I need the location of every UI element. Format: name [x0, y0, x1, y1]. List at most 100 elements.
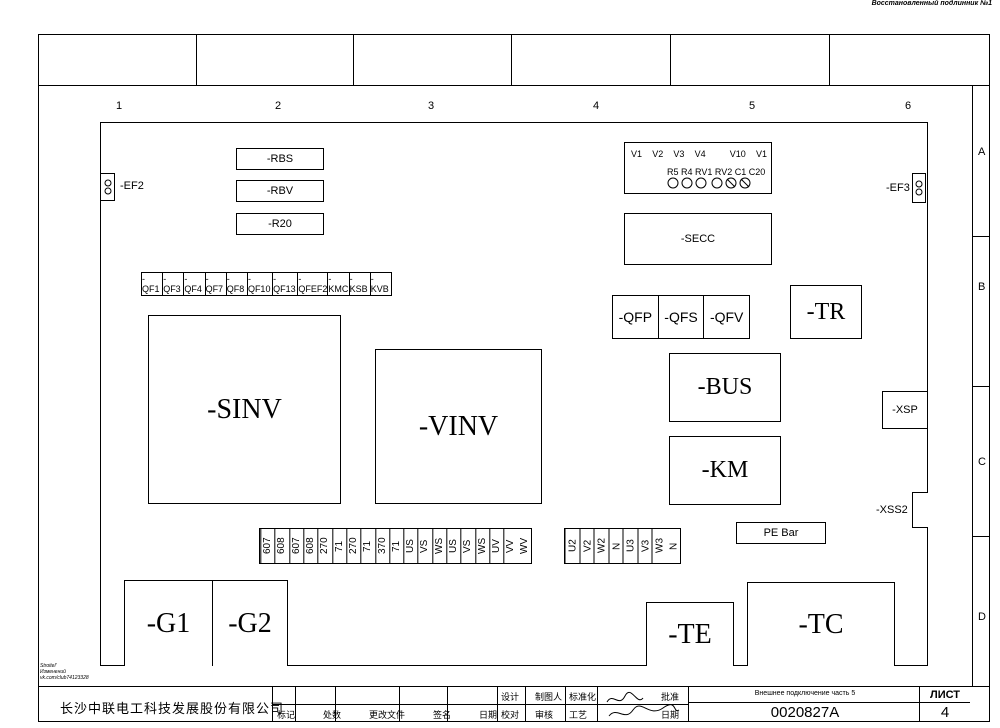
margin-note-3: vk.com/club74123328 [40, 675, 89, 681]
v1-label: V1 [631, 149, 643, 159]
sig-label: 设计 [501, 692, 520, 702]
terminal: 270 [345, 529, 361, 563]
terminal-strip-right: U2 V2 W2 N U3 V3 W3 N [564, 528, 681, 564]
qfv-breaker: -QFV [709, 309, 744, 325]
ef3-label: -EF3 [886, 182, 910, 194]
rc-components-icon [667, 177, 751, 189]
r20-label: -R20 [268, 218, 292, 230]
sinv-label: -SINV [207, 393, 282, 425]
vinv-label: -VINV [418, 410, 499, 442]
v10-label: V10 [729, 149, 746, 159]
rbs-label: -RBS [266, 153, 294, 165]
g2-label: -G2 [228, 607, 272, 639]
drawing-frame [38, 34, 990, 722]
terminal: 607 [288, 529, 303, 563]
col-divider [353, 34, 354, 86]
sheet-number: 4 [940, 704, 950, 721]
grid-line [399, 686, 400, 722]
terminal: 71 [331, 529, 346, 563]
row-letter-a: A [978, 146, 986, 158]
breaker-qf8: -QF8 [227, 273, 248, 295]
bus-label: -BUS [697, 374, 753, 400]
sig-label: 校对 [501, 710, 520, 720]
row-divider [972, 236, 990, 237]
r20-resistor: -R20 [236, 213, 324, 235]
breaker-qf4: -QF4 [184, 273, 206, 295]
terminal: N [608, 529, 623, 563]
sig-label: 审核 [535, 710, 554, 720]
qfp-breaker: -QFP [613, 296, 659, 338]
terminal: 370 [374, 529, 389, 563]
secc-label: -SECC [680, 233, 716, 245]
margin-notes: Stroitel' Изменений vk.com/club74123328 [40, 663, 89, 681]
g1-module: -G1 [124, 580, 213, 666]
terminal: U2 [565, 529, 580, 563]
v2-label: V2 [652, 149, 664, 159]
grid-line [335, 686, 336, 722]
row-letter-c: C [978, 456, 986, 468]
terminal: U3 [623, 529, 638, 563]
col-divider [196, 34, 197, 86]
grid-line [447, 686, 448, 722]
grid-line [565, 686, 566, 722]
grid-line [273, 704, 689, 705]
terminal: 607 [260, 529, 275, 563]
terminal: N [667, 542, 679, 550]
column-number-5: 5 [749, 100, 756, 112]
breaker-qf10: -QF10 [248, 273, 274, 295]
row-letter-d: D [978, 611, 986, 623]
sheet-cell: ЛИСТ 4 [920, 686, 970, 722]
terminal: V3 [637, 529, 652, 563]
relay-kvb: -KVB [370, 274, 389, 294]
v3-label: V3 [673, 149, 685, 159]
breaker-qf1: -QF1 [142, 273, 164, 295]
terminal: VS [417, 529, 432, 563]
breaker-qfef2: -QFEF2 [298, 273, 329, 295]
col-divider [511, 34, 512, 86]
secc-module: -SECC [624, 213, 772, 265]
rc-labels: R5 R4 RV1 RV2 C1 C20 [667, 167, 766, 177]
sig-label: 批准 [661, 692, 680, 702]
rbv-label: -RBV [266, 185, 294, 197]
row-letter-b: B [978, 281, 986, 293]
fan-icon [104, 179, 111, 195]
terminal: VS [460, 529, 475, 563]
terminal: VV [503, 529, 518, 563]
grid-line [597, 686, 598, 722]
terminal: 71 [360, 529, 375, 563]
g1-label: -G1 [146, 607, 191, 639]
contactor-kmc: -KMC [328, 273, 350, 295]
varistor-panel: V1 V2 V3 V4 V10 V1 R5 R4 RV1 RV2 C1 C20 [624, 142, 772, 194]
terminal: W2 [594, 529, 609, 563]
column-number-4: 4 [593, 100, 600, 112]
terminal: US [403, 529, 418, 563]
terminal: V2 [579, 529, 594, 563]
column-number-1: 1 [116, 100, 123, 112]
column-number-6: 6 [905, 100, 912, 112]
sig-label: 日期 [661, 710, 680, 720]
description-cell: Внешнее подключение часть 5 0020827A [688, 686, 921, 722]
sig-label: 处数 [322, 710, 341, 720]
breaker-qf13: -QF13 [273, 273, 299, 295]
terminal: 608 [274, 529, 289, 563]
xss2-label: -XSS2 [876, 504, 908, 516]
te-label: -TE [668, 618, 712, 650]
tr-label: -TR [806, 298, 846, 325]
pe-bar: PE Bar [736, 522, 826, 544]
margin-note-2: Изменений [40, 669, 66, 675]
fan-icon [915, 180, 923, 196]
sheet-label: ЛИСТ [929, 689, 960, 701]
pe-bar-label: PE Bar [763, 527, 799, 539]
sig-label: 更改文件 [368, 710, 405, 720]
col-divider [829, 34, 830, 86]
tr-transformer: -TR [790, 285, 862, 339]
mounting-plate [100, 122, 928, 666]
g2-module: -G2 [212, 580, 288, 666]
breaker-qf7: -QF7 [206, 273, 227, 295]
grid-line [497, 686, 498, 722]
title-block [38, 686, 990, 722]
grid-line [920, 702, 970, 703]
column-header-strip [38, 34, 990, 86]
grid-line [295, 686, 296, 722]
margin-note-1: Stroitel' [40, 663, 57, 669]
